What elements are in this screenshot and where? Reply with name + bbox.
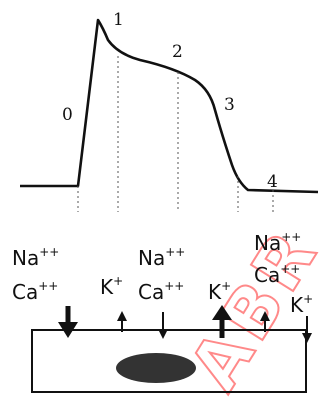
ion-na-phase0: Na++ xyxy=(12,245,59,270)
ion-ca-phase3: Ca++ xyxy=(254,262,300,287)
ion-ca-phase2: Ca++ xyxy=(138,279,184,304)
phase-label-3: 3 xyxy=(224,95,235,115)
phase-label-4: 4 xyxy=(267,172,278,192)
phase-label-1: 1 xyxy=(113,10,124,30)
ion-flux-arrows xyxy=(58,305,312,343)
cell-membrane xyxy=(31,329,307,393)
phase-label-2: 2 xyxy=(172,42,183,62)
arrow-efflux-k-thick xyxy=(212,305,232,338)
ion-na-phase2: Na++ xyxy=(138,245,185,270)
ion-ca-phase0: Ca++ xyxy=(12,279,58,304)
phase-dividers xyxy=(77,56,274,212)
ion-k-phase3: K+ xyxy=(290,292,313,317)
ion-k-phase2: K+ xyxy=(208,279,231,304)
ion-labels: Na++ Ca++ K+ Na++ Ca++ K+ Na++ Ca++ K+ xyxy=(12,230,313,317)
ion-k-phase1: K+ xyxy=(100,274,123,299)
phase-labels: 0 1 2 3 4 xyxy=(62,10,278,192)
action-potential-curve xyxy=(20,18,319,194)
phase-label-0: 0 xyxy=(62,105,73,125)
cell-nucleus xyxy=(116,353,196,383)
arrow-influx-na-ca-thick xyxy=(58,306,78,338)
ion-na-phase3: Na++ xyxy=(254,230,301,255)
